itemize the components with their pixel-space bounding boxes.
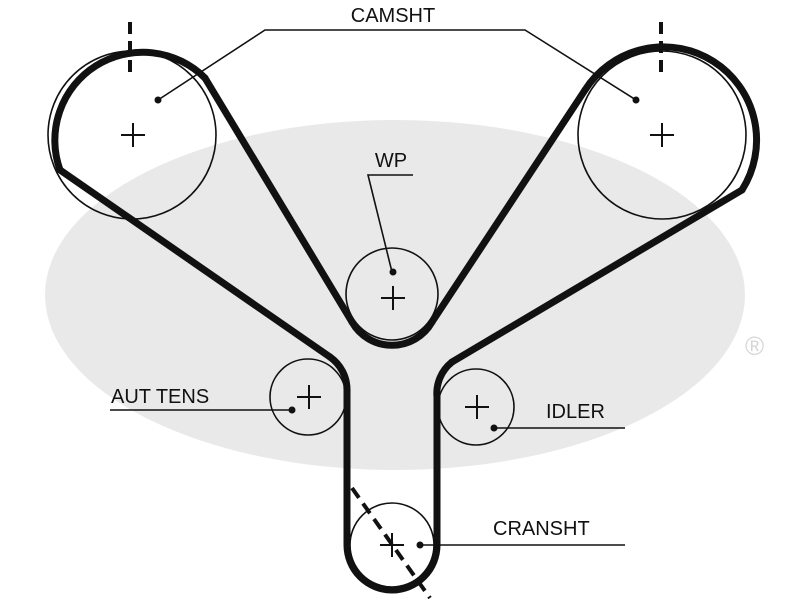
- wp-leader: [366, 174, 413, 273]
- camsht-left-dot: [154, 96, 162, 104]
- belt-left-cam-to-wp: [201, 74, 356, 326]
- crank-center-cross: [380, 533, 404, 557]
- pulley-center-marks: [121, 123, 674, 557]
- belt-wp-wrap: [348, 318, 436, 349]
- belt-crank-wrap: [343, 541, 441, 594]
- wp-label: WP: [375, 150, 407, 172]
- wp-center-cross: [381, 286, 405, 310]
- leader-lines: [110, 29, 637, 546]
- watermark-oval: [45, 120, 745, 470]
- idler-dot: [490, 424, 498, 432]
- aut-tens-dot: [288, 406, 296, 414]
- wp-dot: [389, 268, 397, 276]
- belt-tensioner-to-left-cam: [56, 166, 334, 361]
- auto-tensioner-pulley: [269, 358, 347, 436]
- right-cam-center-cross: [650, 123, 674, 147]
- idler-center-cross: [465, 395, 489, 419]
- tensioner-center-cross: [297, 385, 321, 409]
- belt-left-cam-wrap: [51, 48, 209, 174]
- idler-label: IDLER: [546, 401, 605, 423]
- cransht-label: CRANSHT: [493, 518, 590, 540]
- camsht-right-dot: [632, 96, 640, 104]
- idler-pulley: [437, 368, 515, 446]
- timing-marks: [128, 22, 663, 600]
- registered-mark: ®: [745, 331, 764, 361]
- left-cam-center-cross: [121, 123, 145, 147]
- leader-dots: [154, 96, 640, 549]
- timing-belt: [51, 43, 761, 594]
- aut-tens-label: AUT TENS: [111, 386, 209, 408]
- belt-right-cam-to-idler: [448, 186, 746, 366]
- belt-wp-to-right-cam: [428, 86, 589, 326]
- water-pump-pulley: [345, 247, 439, 341]
- camsht-label: CAMSHT: [351, 5, 435, 27]
- gates-watermark: Gates ®: [45, 120, 764, 470]
- pulleys: [47, 50, 747, 588]
- cransht-dot: [416, 541, 424, 549]
- belt-right-cam-wrap: [581, 43, 761, 194]
- crank-timing-mark: [350, 486, 432, 600]
- watermark-brand-text: Gates: [48, 152, 742, 409]
- camsht-leader: [157, 29, 637, 101]
